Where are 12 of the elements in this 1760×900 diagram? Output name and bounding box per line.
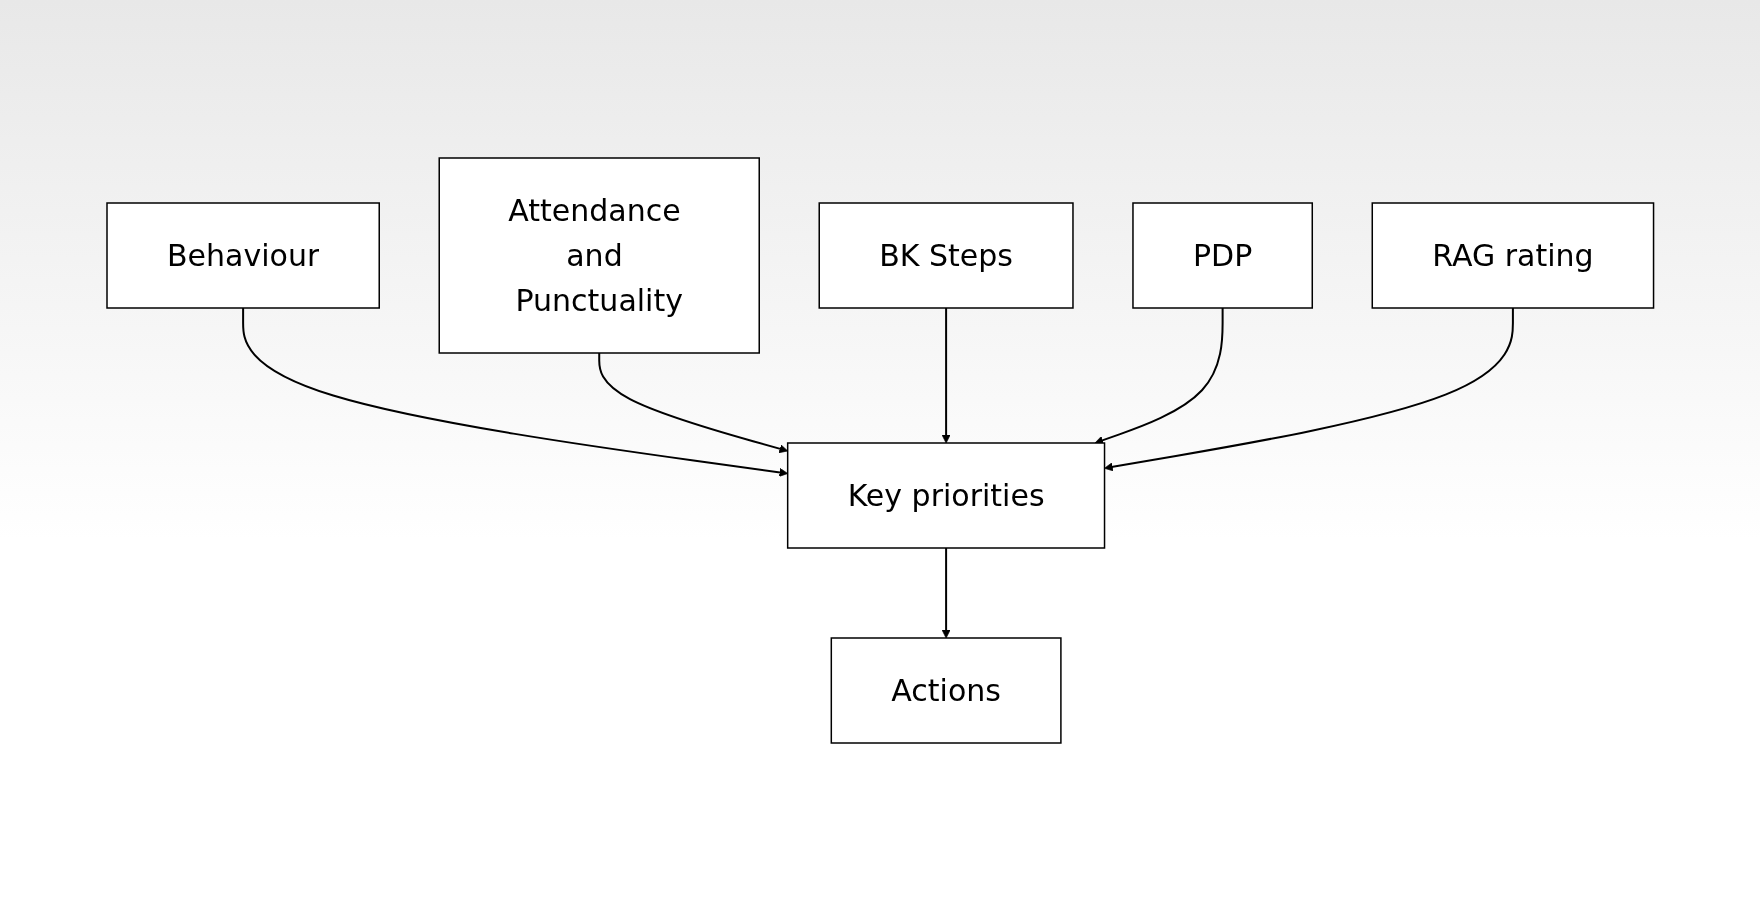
node-box: PDP — [1131, 201, 1313, 309]
arrow — [1094, 306, 1224, 444]
arrow — [941, 306, 951, 443]
arrow — [241, 306, 788, 477]
arrow — [941, 546, 951, 638]
node-box: Actions — [830, 636, 1062, 744]
node-box: Key priorities — [786, 441, 1105, 549]
arrow — [597, 351, 788, 453]
node-box: Attendance and Punctuality — [438, 156, 760, 354]
node-box: Behaviour — [105, 201, 380, 309]
node-box: RAG rating — [1371, 201, 1654, 309]
node-box: BK Steps — [818, 201, 1074, 309]
